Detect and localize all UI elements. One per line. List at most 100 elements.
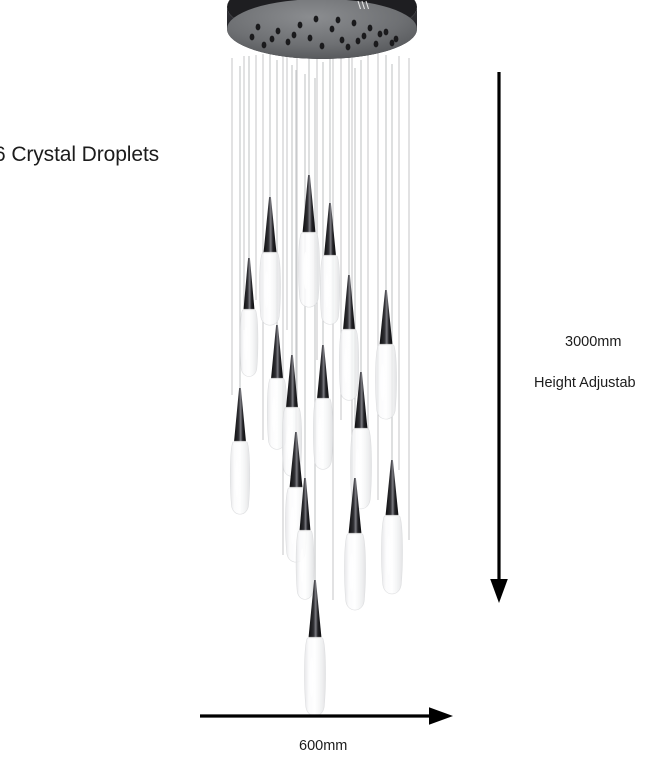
glass-highlight xyxy=(324,273,329,308)
droplet-pendant xyxy=(295,478,315,600)
cable-mount xyxy=(329,25,335,33)
cone-glass-joint xyxy=(317,397,329,400)
cone-glass-joint xyxy=(379,343,393,346)
glass-highlight xyxy=(234,460,239,497)
glass-highlight xyxy=(290,506,295,545)
glass-highlight xyxy=(355,449,360,490)
droplet-pendant xyxy=(239,258,259,377)
cable-mount xyxy=(393,35,399,43)
cone-glass-joint xyxy=(289,486,303,489)
cone-glass-joint xyxy=(299,529,311,532)
glass-highlight xyxy=(271,396,276,433)
crystal-droplet-glass xyxy=(344,533,366,611)
glass-highlight xyxy=(309,657,314,698)
horizontal-dimension-arrow xyxy=(200,707,453,725)
height-dimension-label: 3000mm xyxy=(565,334,622,350)
glass-highlight xyxy=(300,548,305,583)
cable-mount xyxy=(275,27,281,35)
glass-highlight xyxy=(244,326,249,361)
cable-mount xyxy=(249,33,255,41)
droplet-pendants xyxy=(229,175,403,717)
droplet-metal-cone xyxy=(324,203,336,256)
droplet-metal-cone xyxy=(354,372,368,429)
droplet-pendant xyxy=(259,197,281,326)
droplet-pendant xyxy=(313,345,333,470)
droplet-pendant xyxy=(229,388,251,515)
canopy-underside xyxy=(227,0,417,59)
cable-mount xyxy=(377,30,383,38)
crystal-droplet-glass xyxy=(267,378,287,450)
droplet-pendant xyxy=(381,460,403,595)
droplet-metal-cone xyxy=(302,175,316,233)
droplet-metal-cone xyxy=(348,478,362,534)
cable-mount xyxy=(255,23,261,31)
droplet-metal-cone xyxy=(385,460,399,516)
cable-mount xyxy=(261,41,267,49)
crystal-droplet-glass xyxy=(229,441,251,515)
crystal-droplet-glass xyxy=(259,252,281,326)
droplet-metal-cone xyxy=(343,275,355,330)
cable-mount xyxy=(351,19,357,27)
crystal-droplet-glass xyxy=(375,344,397,420)
canopy-hatch-mark xyxy=(357,0,362,10)
cone-glass-joint xyxy=(343,328,355,331)
canopy-hatch-mark xyxy=(365,0,370,10)
cable-mount xyxy=(319,42,325,50)
vertical-dimension-arrow xyxy=(490,72,508,603)
crystal-droplet-glass xyxy=(320,255,340,325)
cone-glass-joint xyxy=(234,440,246,443)
cable-mount xyxy=(367,24,373,32)
cone-glass-joint xyxy=(263,251,277,254)
droplet-pendant xyxy=(267,325,287,450)
width-dimension-label: 600mm xyxy=(299,738,348,754)
page-title: 6 Crystal Droplets xyxy=(0,143,160,166)
cable-mount xyxy=(291,31,297,39)
cone-glass-joint xyxy=(385,514,399,517)
droplet-metal-cone xyxy=(286,355,298,408)
glass-highlight xyxy=(303,251,308,290)
canopy-hatch-mark xyxy=(361,0,366,10)
cone-glass-joint xyxy=(271,377,283,380)
droplet-pendant xyxy=(344,478,366,611)
cone-glass-joint xyxy=(286,406,298,409)
crystal-droplet-glass xyxy=(298,232,320,308)
cone-glass-joint xyxy=(308,636,322,639)
ceiling-canopy-plate xyxy=(227,0,417,59)
cable-mount xyxy=(313,15,319,23)
cable-mount xyxy=(297,21,303,29)
droplet-metal-cone xyxy=(263,197,277,253)
droplet-pendant xyxy=(320,203,340,325)
droplet-metal-cone xyxy=(379,290,393,345)
cable-mount xyxy=(383,28,389,36)
crystal-droplet-glass xyxy=(339,329,359,401)
droplet-pendant xyxy=(298,175,320,308)
crystal-droplet-glass xyxy=(381,515,403,595)
droplet-metal-cone xyxy=(234,388,246,442)
crystal-droplet-glass xyxy=(295,530,315,600)
glass-highlight xyxy=(343,347,348,384)
cable-mount xyxy=(339,36,345,44)
glass-highlight xyxy=(349,553,354,592)
cone-glass-joint xyxy=(324,254,336,257)
droplet-metal-cone xyxy=(317,345,329,399)
droplet-metal-cone xyxy=(243,258,255,310)
droplet-metal-cone xyxy=(308,580,322,638)
droplet-metal-cone xyxy=(299,478,311,531)
cable-mount xyxy=(335,16,341,24)
height-adjustable-note: Height Adjustab xyxy=(534,375,636,391)
cable-mount xyxy=(355,37,361,45)
cone-glass-joint xyxy=(243,308,255,311)
cable-mount xyxy=(389,39,395,47)
glass-highlight xyxy=(264,271,269,308)
droplet-metal-cone xyxy=(289,432,303,488)
glass-highlight xyxy=(380,363,385,402)
cable-mount xyxy=(345,43,351,51)
crystal-droplet-glass xyxy=(313,398,333,470)
cable-mount xyxy=(373,40,379,48)
droplet-pendant xyxy=(304,580,326,717)
cable-mount xyxy=(307,34,313,42)
glass-highlight xyxy=(317,416,322,453)
